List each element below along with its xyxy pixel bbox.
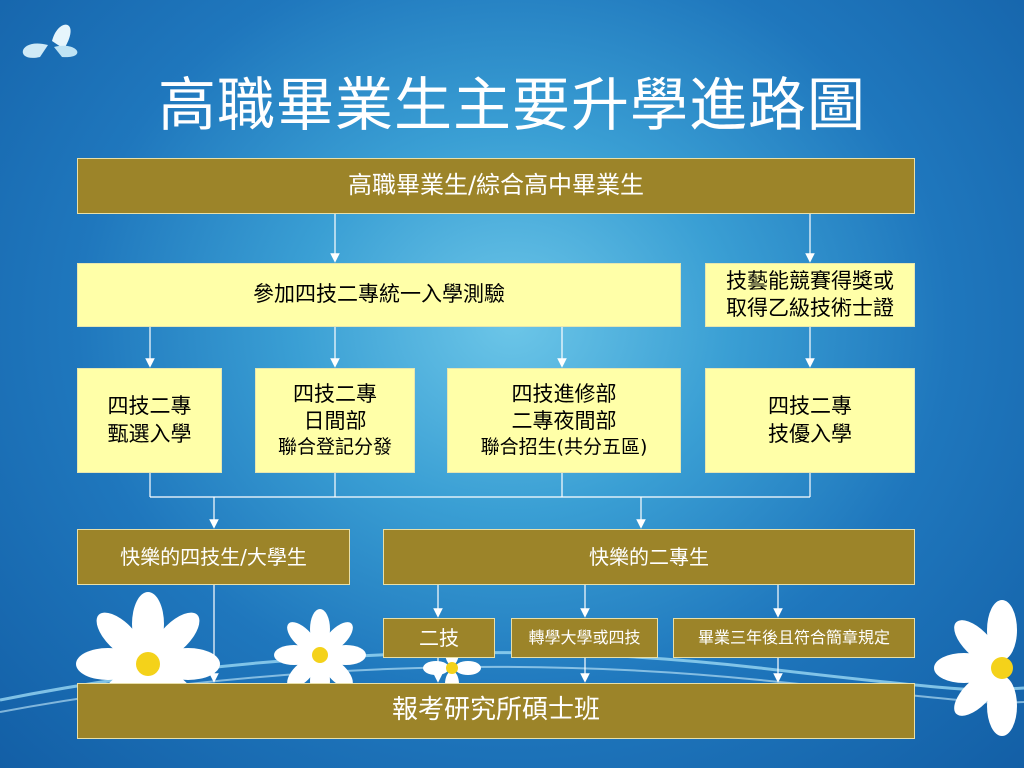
selection-line-1: 四技二專 <box>107 394 192 419</box>
after-three-years-node: 畢業三年後且符合簡章規定 <box>673 618 915 658</box>
selection-node: 四技二專 甄選入學 <box>77 368 222 473</box>
skills-award-node: 技藝能競賽得獎或 取得乙級技術士證 <box>705 263 915 327</box>
top-node-graduates: 高職畢業生/綜合高中畢業生 <box>77 158 915 214</box>
day-division-line-1: 四技二專 <box>293 381 377 406</box>
page-title: 高職畢業生主要升學進路圖 <box>157 71 866 139</box>
exam-node-label: 參加四技二專統一入學測驗 <box>253 282 505 307</box>
talent-admission-line-1: 四技二專 <box>768 394 852 419</box>
day-division-line-3: 聯合登記分發 <box>277 436 392 459</box>
happy-four-year-label: 快樂的四技生/大學生 <box>120 545 307 569</box>
talent-admission-line-2: 技優入學 <box>768 421 852 446</box>
day-division-line-2: 日間部 <box>303 409 367 434</box>
exam-node: 參加四技二專統一入學測驗 <box>77 263 681 327</box>
two-tech-label: 二技 <box>419 626 459 650</box>
grad-school-label: 報考研究所碩士班 <box>391 695 600 726</box>
talent-admission-node: 四技二專 技優入學 <box>705 368 915 473</box>
extension-node: 四技進修部 二專夜間部 聯合招生(共分五區) <box>447 368 681 473</box>
two-tech-node: 二技 <box>383 618 495 658</box>
skills-award-line-2: 取得乙級技術士證 <box>726 296 894 320</box>
transfer-node: 轉學大學或四技 <box>511 618 658 658</box>
selection-line-2: 甄選入學 <box>107 421 192 446</box>
extension-line-2: 二專夜間部 <box>511 409 617 434</box>
extension-line-1: 四技進修部 <box>511 381 617 406</box>
grad-school-node: 報考研究所碩士班 <box>77 683 915 739</box>
extension-line-3: 聯合招生(共分五區) <box>480 436 648 459</box>
day-division-node: 四技二專 日間部 聯合登記分發 <box>255 368 415 473</box>
happy-four-year-node: 快樂的四技生/大學生 <box>77 529 350 585</box>
butterfly-icon <box>22 24 78 58</box>
happy-two-year-node: 快樂的二專生 <box>383 529 915 585</box>
transfer-label: 轉學大學或四技 <box>528 627 641 647</box>
daisy-flower-icon <box>934 600 1017 736</box>
top-node-label: 高職畢業生/綜合高中畢業生 <box>347 171 645 200</box>
skills-award-line-1: 技藝能競賽得獎或 <box>726 268 894 293</box>
happy-two-year-label: 快樂的二專生 <box>589 545 709 569</box>
after-three-years-label: 畢業三年後且符合簡章規定 <box>697 627 890 647</box>
